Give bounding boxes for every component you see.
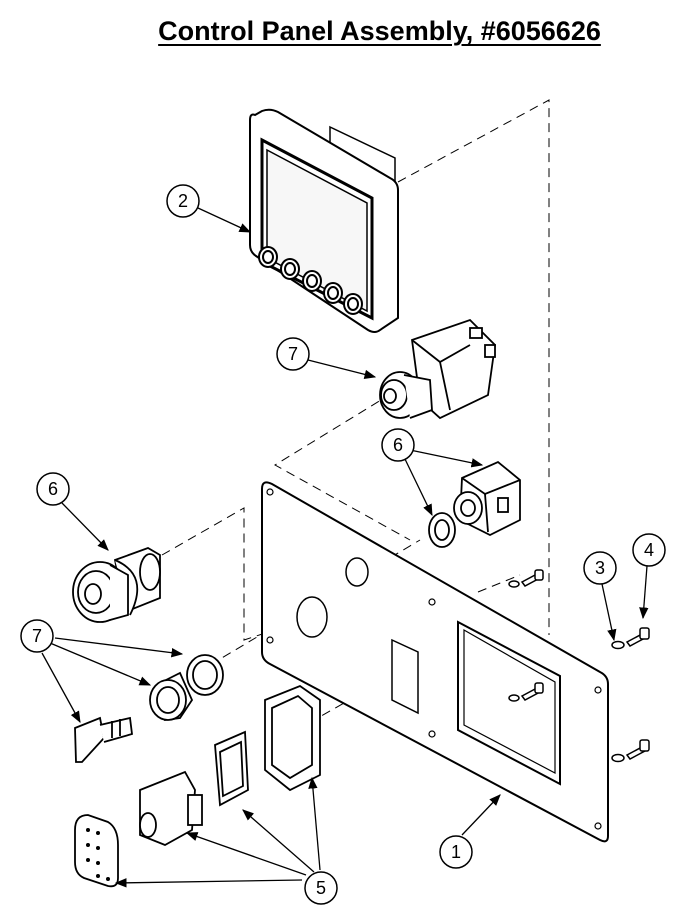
ignition-switch-lower-parts [74, 654, 224, 763]
callout-1-label: 1 [451, 842, 461, 862]
callout-1: 1 [439, 835, 473, 869]
callout-5-label: 5 [316, 878, 326, 898]
rocker-switch-set [74, 684, 321, 888]
mounting-plate [261, 481, 609, 843]
display-gauge [249, 108, 399, 333]
estop-switch-left [72, 547, 161, 623]
callout-6-left-label: 6 [48, 479, 58, 499]
ignition-switch-upper [379, 318, 496, 420]
callout-7-lower-label: 7 [32, 626, 42, 646]
callout-7-lower: 7 [20, 619, 54, 653]
callout-6-right: 6 [381, 428, 415, 462]
callout-4: 4 [632, 533, 666, 567]
callout-6-left: 6 [36, 472, 70, 506]
diagram-title-text: Control Panel Assembly, #6056626 [158, 16, 601, 46]
callout-6-right-label: 6 [393, 435, 403, 455]
callout-2: 2 [166, 184, 200, 218]
callout-7-upper-label: 7 [288, 344, 298, 364]
leader-lines [41, 207, 649, 888]
callout-2-label: 2 [178, 191, 188, 211]
callout-3-label: 3 [595, 558, 605, 578]
screws-and-washers [508, 569, 650, 763]
estop-switch-right [428, 460, 521, 548]
callout-7-upper: 7 [276, 337, 310, 371]
callout-3: 3 [583, 551, 617, 585]
diagram-title: Control Panel Assembly, #6056626 [0, 16, 679, 47]
callout-5: 5 [304, 871, 338, 905]
callout-4-label: 4 [644, 540, 654, 560]
